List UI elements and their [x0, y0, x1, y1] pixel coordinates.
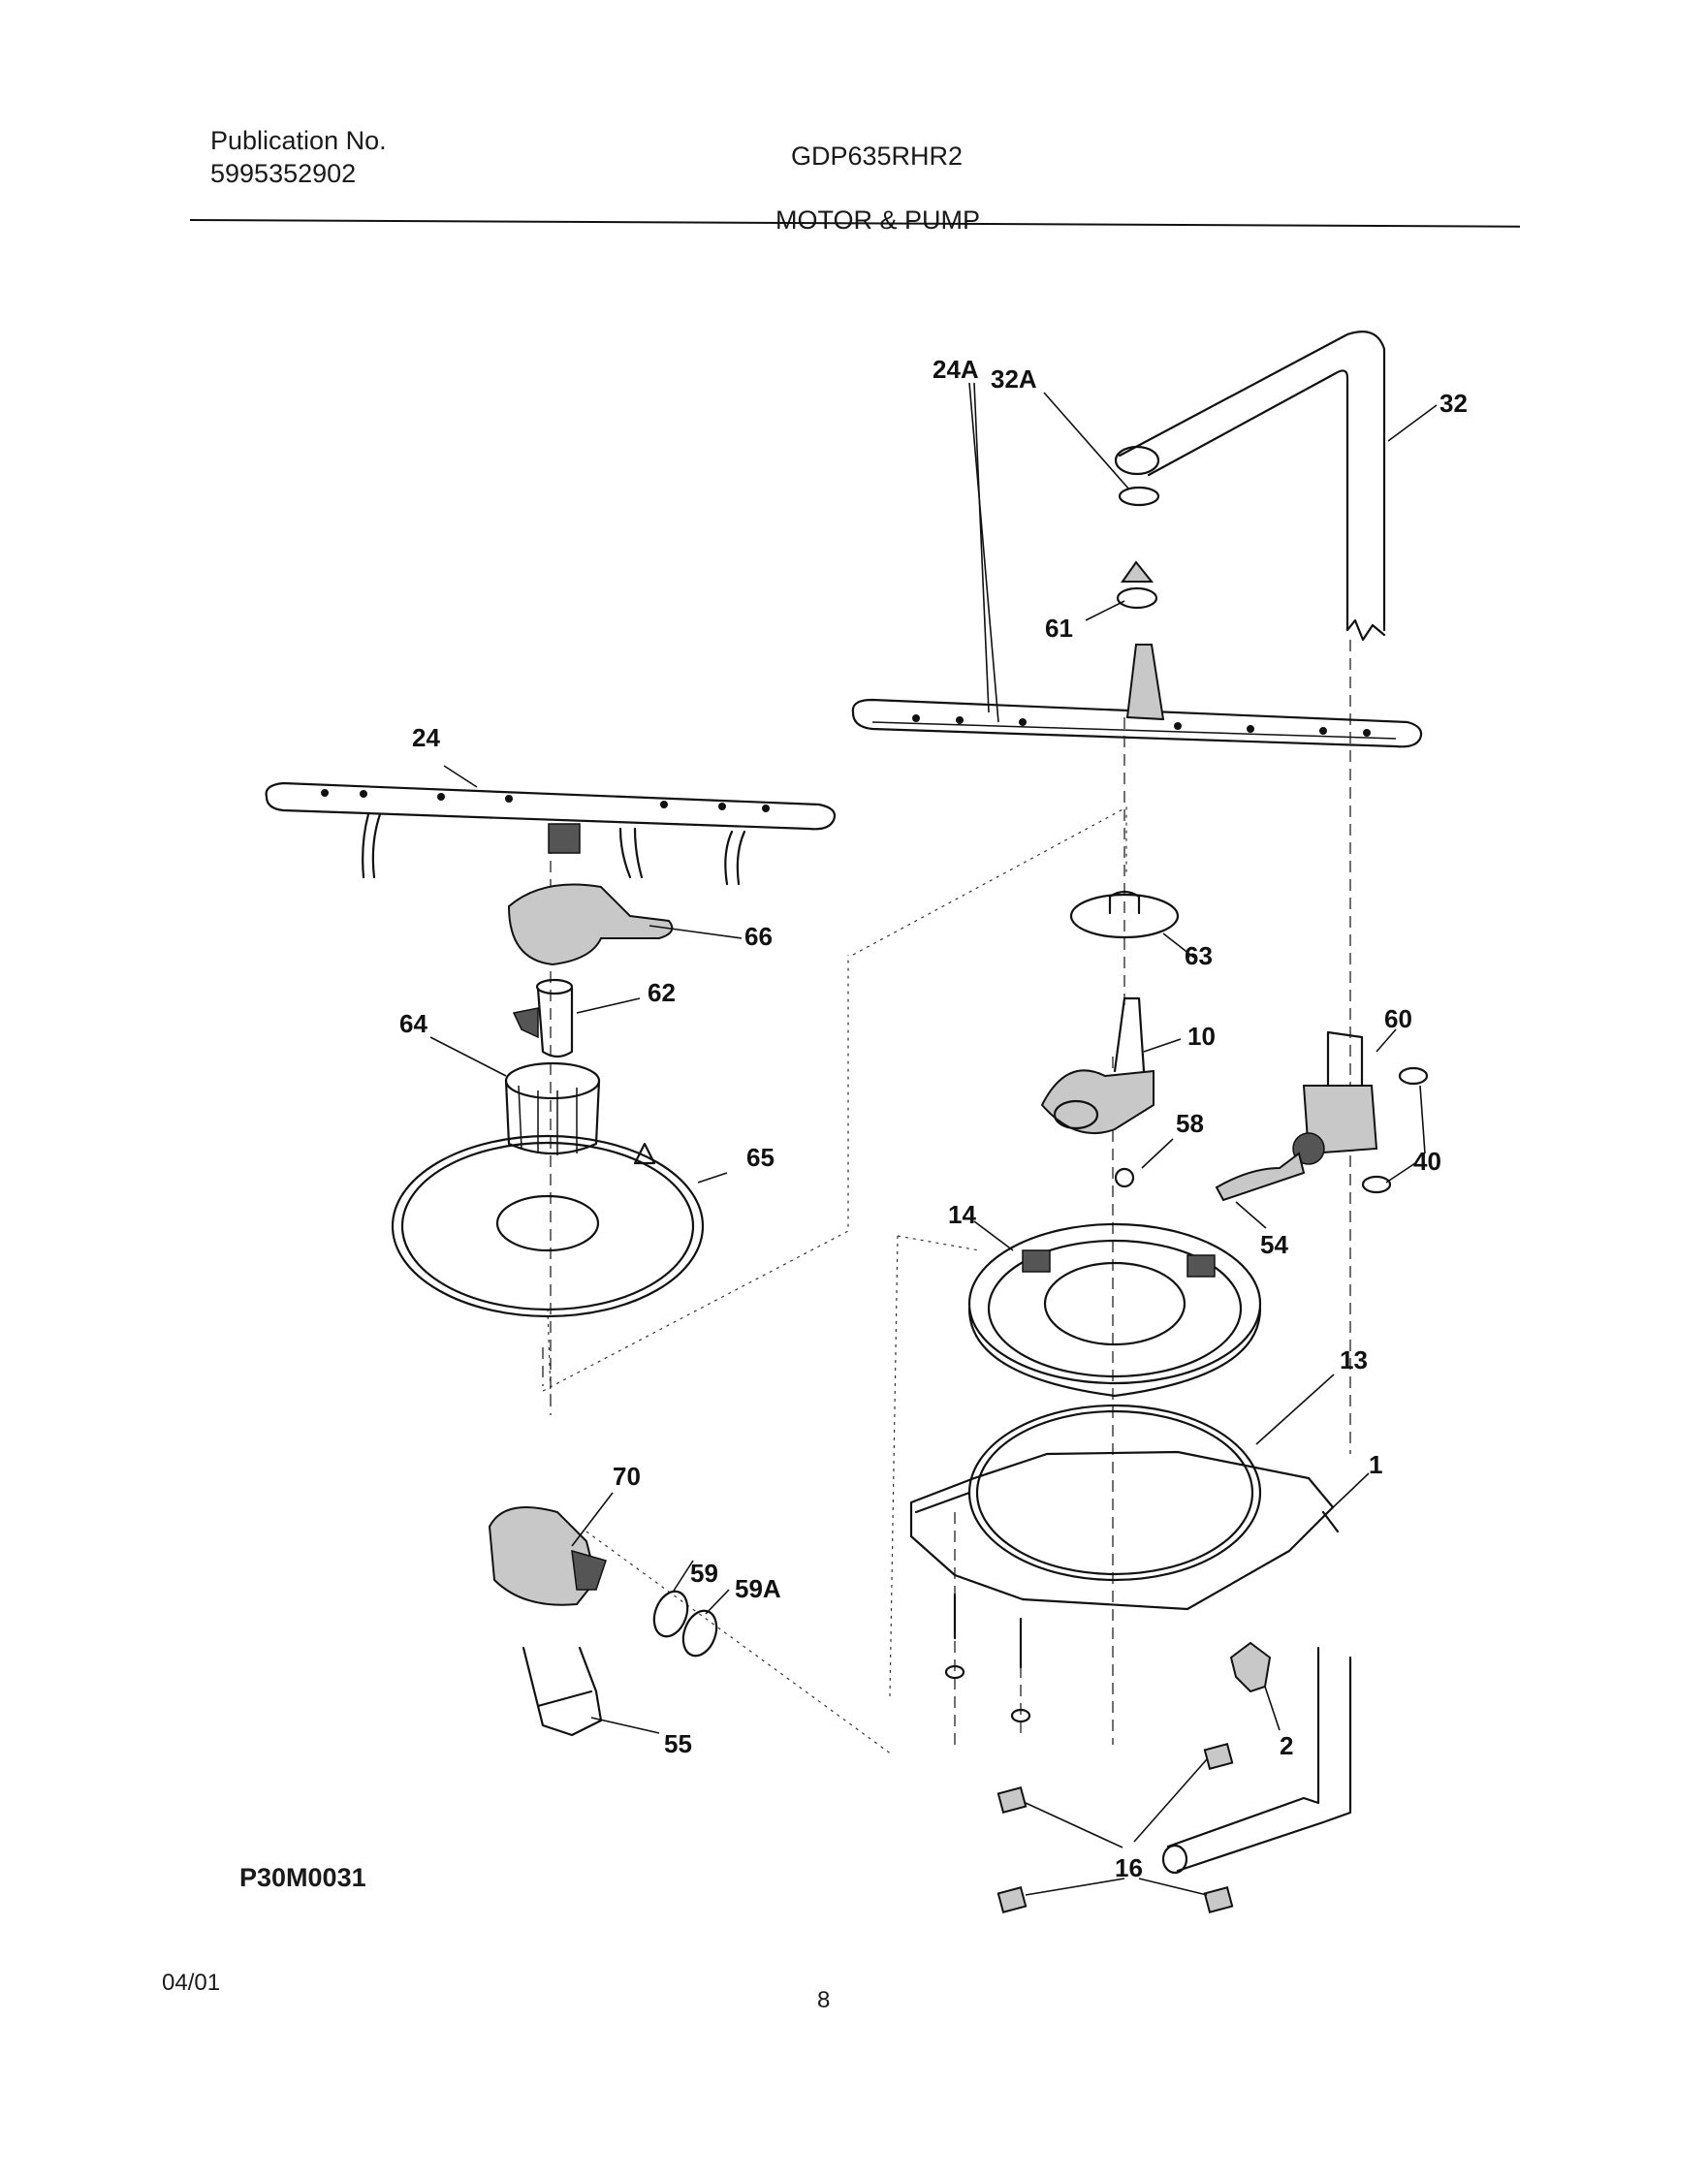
sump-part-14 [967, 1222, 1262, 1398]
spray-hub-part-63 [1069, 890, 1180, 939]
publication-number: 5995352902 [210, 159, 357, 188]
inlet-hose-part-54 [1215, 1152, 1306, 1202]
element-fasteners [944, 1593, 1031, 1723]
revision-date: 04/01 [162, 1970, 221, 1996]
page-number: 8 [817, 1987, 831, 2013]
part-number-labels: 32A 32 61 24A 24 66 62 64 65 63 10 60 58… [399, 355, 1468, 1882]
label-16: 16 [1115, 1853, 1143, 1882]
label-66: 66 [744, 922, 773, 951]
label-24A: 24A [933, 355, 979, 384]
label-1: 1 [1369, 1450, 1382, 1479]
hose-clamp-part-40 [1361, 1066, 1429, 1194]
upper-spray-tube-part-32 [1114, 331, 1386, 642]
label-60: 60 [1384, 1004, 1412, 1033]
leader-lines [429, 382, 1438, 1896]
sump-seal-part-13 [967, 1404, 1262, 1582]
mounting-clips-part-16 [996, 1743, 1234, 1913]
label-65: 65 [746, 1143, 775, 1172]
upper-spray-arm-part-24A [851, 644, 1423, 748]
pump-housing-part-10 [1040, 996, 1154, 1135]
filter-ring-part-65 [391, 1134, 705, 1318]
label-32A: 32A [991, 364, 1037, 394]
center-tube-part-62 [512, 978, 574, 1058]
drawing-code: P30M0031 [239, 1863, 366, 1892]
motor-part-70 [488, 1506, 607, 1606]
model-number: GDP635RHR2 [791, 142, 964, 171]
heating-element-part-1 [909, 1450, 1340, 1611]
label-59A: 59A [735, 1574, 781, 1603]
publication-number-block: Publication No. 5995352902 [210, 124, 387, 190]
check-ball-part-58 [1114, 1167, 1135, 1188]
water-valve-part-60 [1292, 1030, 1378, 1165]
label-70: 70 [613, 1462, 641, 1491]
label-58: 58 [1176, 1109, 1204, 1138]
label-40: 40 [1413, 1147, 1441, 1176]
publication-label: Publication No. [210, 126, 387, 155]
label-64: 64 [399, 1009, 427, 1038]
o-rings-part-59 [652, 1590, 718, 1658]
clip-part-2 [1229, 1641, 1272, 1693]
label-55: 55 [664, 1729, 692, 1758]
assembly-guide-lines [542, 640, 1351, 1755]
spray-nut-part-61 [1116, 560, 1158, 610]
label-14: 14 [948, 1200, 976, 1229]
label-59: 59 [690, 1559, 718, 1588]
lower-spray-arm-part-24 [265, 781, 837, 886]
label-62: 62 [648, 978, 676, 1007]
section-title: MOTOR & PUMP [775, 205, 981, 235]
label-32: 32 [1439, 389, 1468, 418]
label-2: 2 [1280, 1731, 1293, 1760]
label-54: 54 [1260, 1230, 1288, 1259]
label-10: 10 [1187, 1022, 1216, 1051]
label-61: 61 [1045, 614, 1073, 643]
label-24: 24 [412, 723, 440, 752]
filter-screen-part-66 [507, 883, 674, 966]
filter-housing-part-64 [504, 1061, 601, 1155]
motor-bracket-part-55 [522, 1646, 603, 1737]
label-63: 63 [1185, 941, 1213, 970]
label-13: 13 [1340, 1345, 1368, 1374]
drain-hose [1161, 1646, 1352, 1875]
